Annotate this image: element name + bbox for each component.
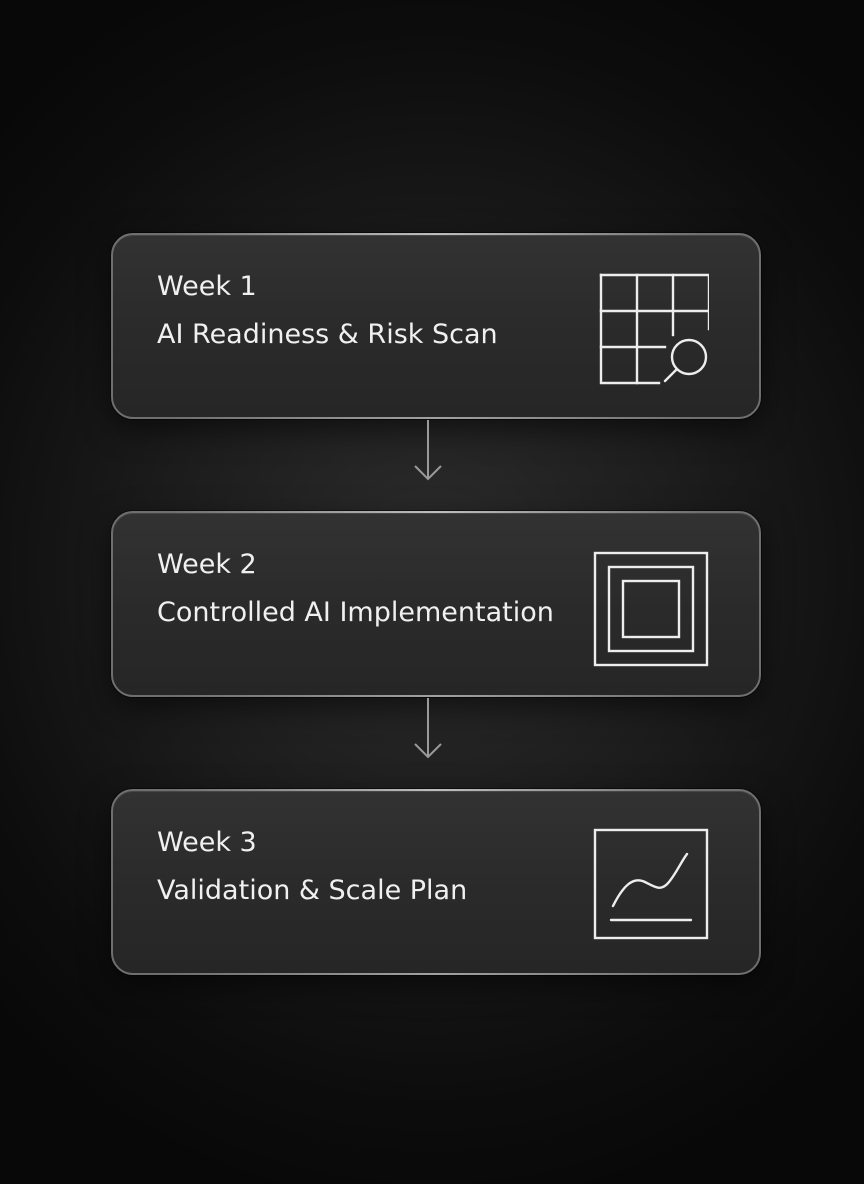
step-week-label: Week 3: [157, 827, 257, 858]
step-title: Controlled AI Implementation: [157, 597, 554, 628]
step-card-week-2: Week 2 Controlled AI Implementation: [111, 511, 761, 697]
step-card-week-3: Week 3 Validation & Scale Plan: [111, 789, 761, 975]
step-week-label: Week 1: [157, 271, 257, 302]
line-chart-icon: [589, 828, 709, 948]
nested-squares-icon: [589, 551, 709, 671]
arrow-down-icon: [414, 698, 442, 759]
arrow-down-icon: [414, 420, 442, 481]
step-title: Validation & Scale Plan: [157, 875, 468, 906]
grid-magnifier-icon: [589, 271, 709, 391]
step-card-week-1: Week 1 AI Readiness & Risk Scan: [111, 233, 761, 419]
step-title: AI Readiness & Risk Scan: [157, 319, 498, 350]
step-week-label: Week 2: [157, 549, 257, 580]
